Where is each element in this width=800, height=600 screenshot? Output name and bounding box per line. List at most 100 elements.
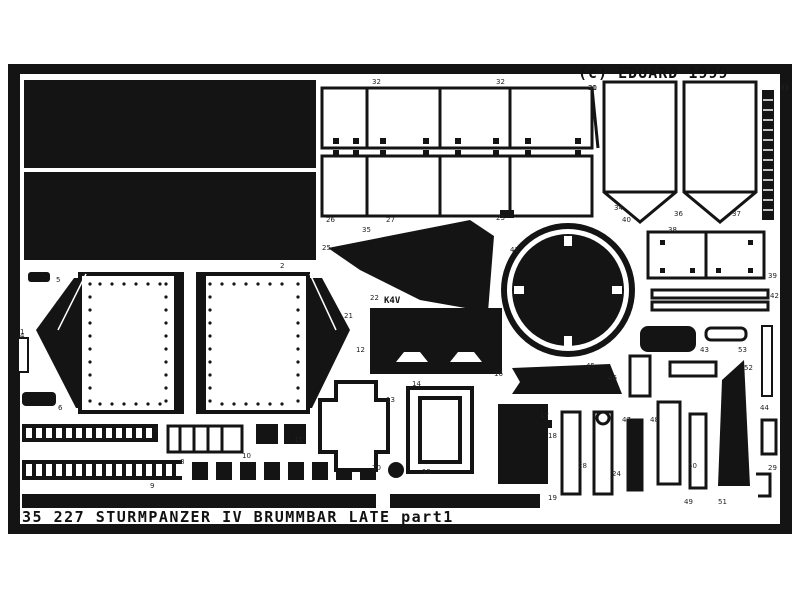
clamp-opening xyxy=(106,428,112,438)
rivet xyxy=(268,282,272,286)
rivet xyxy=(296,334,300,338)
rivet xyxy=(88,347,92,351)
part-number: 43 xyxy=(700,346,709,354)
part-number: 29 xyxy=(768,464,777,472)
part-number: 19 xyxy=(548,494,557,502)
clamp-opening xyxy=(146,428,152,438)
clamp-opening xyxy=(36,428,42,438)
rivet xyxy=(280,282,284,286)
rivet xyxy=(296,347,300,351)
clamp-opening xyxy=(156,464,162,476)
rivet xyxy=(244,402,248,406)
clamp-openings xyxy=(26,428,182,476)
rivet xyxy=(296,373,300,377)
rivet xyxy=(256,402,260,406)
part-number: 13 xyxy=(386,396,395,404)
rivet xyxy=(164,321,168,325)
rivet xyxy=(146,282,150,286)
clamp-opening xyxy=(136,464,142,476)
clamp-opening xyxy=(46,464,52,476)
part-number: 11 xyxy=(294,436,303,444)
rivet xyxy=(296,321,300,325)
part-number: 3 xyxy=(56,300,61,308)
part-number: 50 xyxy=(688,462,697,470)
cleat xyxy=(264,462,280,480)
rivet xyxy=(208,360,212,364)
bottom-strip-2 xyxy=(390,494,540,508)
small-panel-pair xyxy=(646,230,766,280)
rivet xyxy=(122,282,126,286)
ladder-frame xyxy=(166,424,244,454)
rear-clips xyxy=(756,418,778,498)
copyright-notice: (c) EDUARD 1999 xyxy=(578,64,729,82)
part-number: 33 xyxy=(780,84,789,92)
tapered-fender xyxy=(328,220,494,312)
clamp-opening xyxy=(116,464,122,476)
storage-box-nets xyxy=(318,380,474,474)
clamp-opening xyxy=(76,464,82,476)
clamp-opening xyxy=(56,464,62,476)
rivet xyxy=(208,282,212,286)
part-number: 44 xyxy=(760,404,769,412)
vertical-bars xyxy=(626,354,718,492)
cleat xyxy=(192,462,208,480)
pointed-side-panels xyxy=(602,80,758,224)
part-number: 31 xyxy=(588,84,597,92)
rivet xyxy=(164,282,168,286)
rivet xyxy=(220,282,224,286)
part-number: 20 xyxy=(372,464,381,472)
rivet xyxy=(164,399,168,403)
part-number: 16 xyxy=(494,370,503,378)
rivet xyxy=(88,360,92,364)
fret-frame xyxy=(8,64,792,534)
rivet xyxy=(296,295,300,299)
circular-hatch xyxy=(501,223,635,357)
rivet xyxy=(88,321,92,325)
part-number: 15 xyxy=(422,468,431,476)
clamp-opening xyxy=(96,428,102,438)
marking-label: K4V xyxy=(384,296,401,306)
angled-mudflap xyxy=(718,360,750,486)
clamp-opening xyxy=(116,428,122,438)
rivet xyxy=(296,386,300,390)
part-number: 39 xyxy=(768,272,777,280)
part-number: 25 xyxy=(322,244,331,252)
rivet xyxy=(88,373,92,377)
part-number: 51 xyxy=(718,498,727,506)
part-number: 21 xyxy=(344,312,353,320)
part-number: 46 xyxy=(608,374,617,382)
rivet xyxy=(208,308,212,312)
clamp-opening xyxy=(66,428,72,438)
cleat-parts xyxy=(192,424,404,480)
rivet xyxy=(98,402,102,406)
rivet xyxy=(256,282,260,286)
part-number: 10 xyxy=(242,452,251,460)
part-number: 1 xyxy=(20,328,25,336)
part-number: 37 xyxy=(732,210,741,218)
rivet xyxy=(164,347,168,351)
part-number: 40 xyxy=(622,216,631,224)
part-number: 42 xyxy=(770,292,779,300)
large-engine-plate xyxy=(24,80,316,260)
rivet xyxy=(280,402,284,406)
rivet xyxy=(88,308,92,312)
rivet xyxy=(158,282,162,286)
cleat xyxy=(240,462,256,480)
long-bars xyxy=(650,288,770,312)
rivet xyxy=(134,282,138,286)
rivet xyxy=(232,402,236,406)
part-number: 53 xyxy=(738,346,747,354)
rivet xyxy=(146,402,150,406)
part-number: 34 xyxy=(614,204,623,212)
rivet xyxy=(208,321,212,325)
rivet xyxy=(98,282,102,286)
rivet xyxy=(88,282,92,286)
rivet xyxy=(296,282,300,286)
part-number: 41 xyxy=(510,246,519,254)
tool-holders xyxy=(560,410,614,496)
panel-pair-hinges xyxy=(660,240,753,273)
panel-hinges xyxy=(333,138,581,218)
rivet xyxy=(122,402,126,406)
rivet xyxy=(164,360,168,364)
